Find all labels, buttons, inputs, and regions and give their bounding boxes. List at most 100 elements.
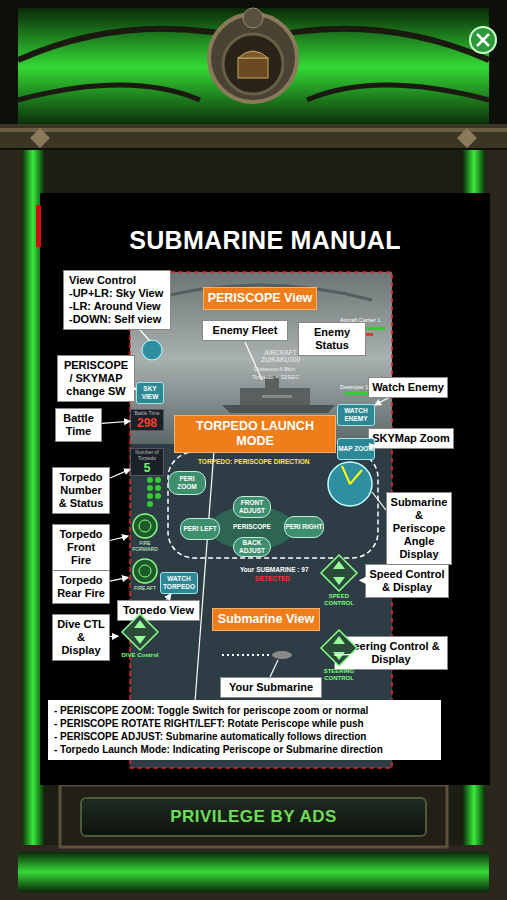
periscope-button: FRONT ADJUST	[233, 496, 271, 518]
leader-line	[360, 580, 365, 581]
callout-box: Battle Time	[55, 408, 102, 442]
hud-label: DETECTED	[255, 575, 290, 582]
node-text: View Control	[69, 274, 165, 287]
control-button: WATCH TORPEDO	[160, 572, 198, 594]
node-text: PERI LEFT	[183, 525, 216, 533]
node-text: 5	[131, 461, 163, 475]
node-text: Battle Time	[59, 412, 98, 438]
node-text: Speed Control & Display	[369, 568, 445, 594]
callout-box: Your Submarine	[220, 677, 322, 698]
leader-line	[110, 469, 130, 478]
node-text: -UP+LR: Sky View	[69, 287, 165, 300]
manual-title: SUBMARINE MANUAL	[40, 226, 490, 255]
node-text: WATCH TORPEDO	[161, 575, 197, 591]
node-text: PRIVILEGE BY ADS	[170, 807, 337, 827]
hud-label: Distance:4.8km	[254, 366, 295, 373]
callout-box: Torpedo Number & Status	[52, 467, 110, 514]
node-text: Torpedo Front Fire	[56, 528, 106, 567]
view-header: Submarine View	[212, 608, 320, 631]
node-text: MAP ZOOM	[338, 445, 374, 453]
leader-line	[102, 421, 130, 423]
node-text: -LR: Around View	[69, 300, 165, 313]
node-text: PERISCOPE / SKYMAP change SW	[61, 359, 131, 398]
diamond-shape	[319, 628, 359, 668]
node-text: SKY VIEW	[137, 385, 163, 401]
node-text: PERISCOPE View	[206, 291, 314, 306]
callout-box: Watch Enemy	[368, 377, 448, 398]
control-button: WATCH ENEMY	[337, 404, 375, 426]
control-diamond: STEERING CONTROL	[316, 628, 362, 682]
diamond-shape	[319, 553, 359, 593]
control-button: SKY VIEW	[136, 382, 164, 404]
callout-box: View Control-UP+LR: Sky View-LR: Around …	[63, 270, 171, 330]
fire-button-shape	[131, 557, 159, 585]
leader-line	[368, 445, 375, 446]
callout-box: Dive CTL & Display	[52, 614, 110, 661]
node-text: FIRE FORWARD	[128, 540, 162, 552]
node-text: Torpedo Number & Status	[56, 471, 106, 510]
leader-line	[110, 577, 128, 581]
node-text: Dive CTL & Display	[56, 618, 106, 657]
hud-label: PERISCOPE	[232, 523, 272, 530]
hud-display: Number of Torpedo5	[130, 448, 164, 476]
diamond-shape	[120, 612, 160, 652]
hud-label: Aircraft Carrier 1	[340, 317, 380, 324]
node-text: Your Submarine	[224, 681, 318, 694]
node-text: Submarine View	[215, 612, 317, 627]
node-text: PERI RIGHT	[285, 523, 322, 531]
node-text: Watch Enemy	[372, 381, 444, 394]
node-text: BACK ADJUST	[234, 539, 270, 555]
callout-box: Torpedo Front Fire	[52, 524, 110, 571]
periscope-button: PERI RIGHT	[284, 516, 324, 538]
hud-display: Battle Time298	[130, 409, 164, 431]
node-text: - PERISCOPE ROTATE RIGHT/LEFT: Rotate Pe…	[54, 717, 435, 730]
leader-line	[166, 594, 170, 600]
callout-box: Speed Control & Display	[365, 564, 449, 598]
node-text: -DOWN: Self view	[69, 313, 165, 326]
node-text: - Torpedo Launch Mode: Indicating Perisc…	[54, 743, 435, 756]
fire-button: FIRE AFT	[128, 557, 162, 591]
leader-line	[110, 636, 118, 637]
node-text: FRONT ADJUST	[234, 499, 270, 515]
node-text: Enemy Fleet	[206, 324, 284, 337]
node-text: STEERING CONTROL	[316, 668, 362, 682]
view-header: TORPEDO LAUNCH MODE	[174, 415, 336, 453]
periscope-button: BACK ADJUST	[233, 537, 271, 557]
node-text: WATCH ENEMY	[338, 407, 374, 423]
node-text: PERI ZOOM	[169, 475, 205, 491]
notes-box: - PERISCOPE ZOOM: Toggle Switch for peri…	[48, 700, 441, 760]
hud-label: Your SUBMARINE : 97	[240, 566, 309, 573]
callout-box: PERISCOPE / SKYMAP change SW	[57, 355, 135, 402]
node-text: TORPEDO LAUNCH MODE	[177, 419, 333, 449]
hud-label: AIRCRAFT ZUIKAKU100	[258, 349, 303, 363]
node-text: Enemy Status	[302, 326, 362, 352]
node-text: DIVE Control	[118, 652, 162, 659]
periscope-button: PERI ZOOM	[168, 471, 206, 495]
ads-button: PRIVILEGE BY ADS	[80, 797, 427, 837]
callout-box: SKYMap Zoom	[368, 428, 454, 449]
callout-box: Torpedo Rear Fire	[52, 570, 110, 604]
callout-box: Submarine & Periscope Angle Display	[386, 492, 452, 565]
control-diamond: SPEED CONTROL	[318, 553, 360, 607]
node-text: Submarine & Periscope Angle Display	[390, 496, 448, 561]
node-text: - PERISCOPE ZOOM: Toggle Switch for peri…	[54, 704, 435, 717]
node-text: Number of Torpedo	[131, 449, 163, 461]
control-button: MAP ZOOM	[337, 438, 375, 460]
hud-label: Destroyer 1	[340, 384, 368, 391]
node-text: FIRE AFT	[128, 585, 162, 591]
node-text: 298	[131, 416, 163, 430]
periscope-button: PERI LEFT	[180, 518, 220, 540]
node-text: Torpedo Rear Fire	[56, 574, 106, 600]
node-text: SKYMap Zoom	[372, 432, 450, 445]
fire-button: FIRE FORWARD	[128, 512, 162, 552]
leader-line	[334, 654, 362, 655]
node-text: Torpedo View	[121, 604, 196, 617]
node-text: - PERISCOPE ADJUST: Submarine automatica…	[54, 730, 435, 743]
hud-label: TORPEDO: PERISCOPE DIRECTION	[198, 458, 309, 465]
node-text: SPEED CONTROL	[318, 593, 360, 607]
fire-button-shape	[131, 512, 159, 540]
node-text: Battle Time	[131, 410, 163, 416]
control-diamond: DIVE Control	[118, 612, 162, 659]
hud-label: Torpedo = 32SEC	[252, 374, 300, 381]
